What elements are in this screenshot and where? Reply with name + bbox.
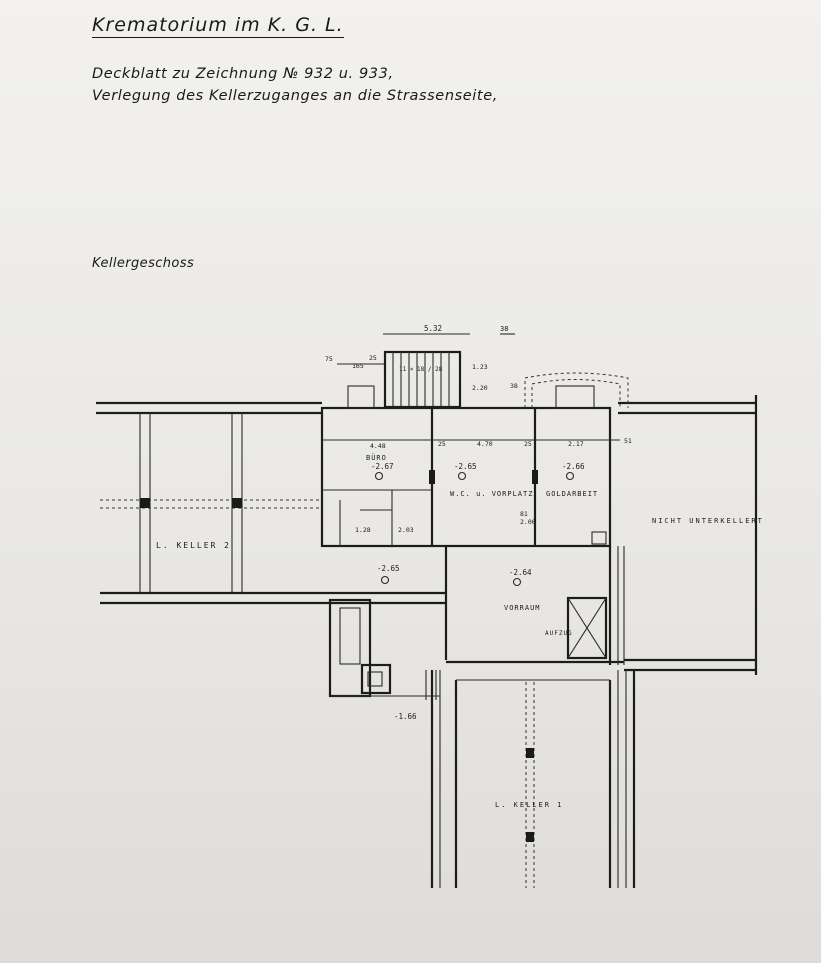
room-label-keller-2: L. KELLER 2 — [156, 541, 231, 550]
stair-and-vents — [347, 350, 629, 409]
dim-38: 38 — [510, 382, 518, 390]
vorraum-walls — [444, 531, 625, 665]
level-corridor: -2.65 — [377, 564, 400, 573]
dim-75: 75 — [325, 355, 333, 363]
dim-220: 2.20 — [472, 384, 488, 392]
dim-128: 1.28 — [355, 526, 371, 534]
dim-top-right: 38 — [500, 325, 508, 333]
dimension-annotations: 5.32 38 11 × 18 / 28 165 75 25 1.23 2.20… — [322, 324, 632, 534]
room-label-aufzug: AUFZUG — [545, 630, 573, 637]
drawing-subtitle-line-1: Deckblatt zu Zeichnung № 932 u. 933, — [92, 66, 394, 82]
dim-448: 4.48 — [370, 442, 386, 450]
level-markers: -2.67 -2.65 -2.66 -2.65 -2.64 -1.66 — [371, 462, 585, 721]
dim-top-width: 5.32 — [424, 324, 442, 333]
level-buero: -2.67 — [371, 462, 394, 471]
right-wing-walls — [618, 395, 758, 675]
dim-217: 2.17 — [568, 440, 584, 448]
dim-165: 165 — [352, 362, 364, 370]
keller-2-walls — [96, 401, 446, 605]
dim-stair: 11 × 18 / 28 — [399, 366, 443, 373]
floor-label: Kellergeschoss — [92, 256, 195, 271]
central-block-walls — [320, 406, 612, 548]
keller-1-walls — [430, 670, 636, 888]
dim-25-a: 25 — [369, 354, 377, 362]
drawing-subtitle-line-2: Verlegung des Kellerzuganges an die Stra… — [92, 88, 498, 104]
dim-25-b: 25 — [438, 440, 446, 448]
room-label-keller-1: L. KELLER 1 — [495, 801, 563, 809]
level-wc: -2.65 — [454, 462, 477, 471]
dim-25-c: 25 — [524, 440, 532, 448]
room-label-goldarbeit: GOLDARBEIT — [546, 490, 598, 498]
dim-123: 1.23 — [472, 363, 488, 371]
dim-470: 4.70 — [477, 440, 493, 448]
lower-stair-walls — [328, 598, 440, 700]
level-vorraum: -2.64 — [509, 568, 532, 577]
dim-203: 2.03 — [398, 526, 414, 534]
room-label-wc-vorplatz: W.C. u. VORPLATZ — [450, 490, 533, 498]
level-stair-bottom: -1.66 — [394, 712, 417, 721]
room-label-buero: BÜRO — [366, 453, 387, 462]
dim-51: 51 — [624, 437, 632, 445]
level-gold: -2.66 — [562, 462, 585, 471]
room-label-nicht-unterkellert: NICHT UNTERKELLERT — [652, 517, 764, 525]
dim-200: 2.00 — [520, 518, 536, 526]
drawing-title: Krematorium im K. G. L. — [92, 14, 344, 38]
room-label-vorraum: VORRAUM — [504, 604, 541, 612]
dim-81: 81 — [520, 510, 528, 518]
